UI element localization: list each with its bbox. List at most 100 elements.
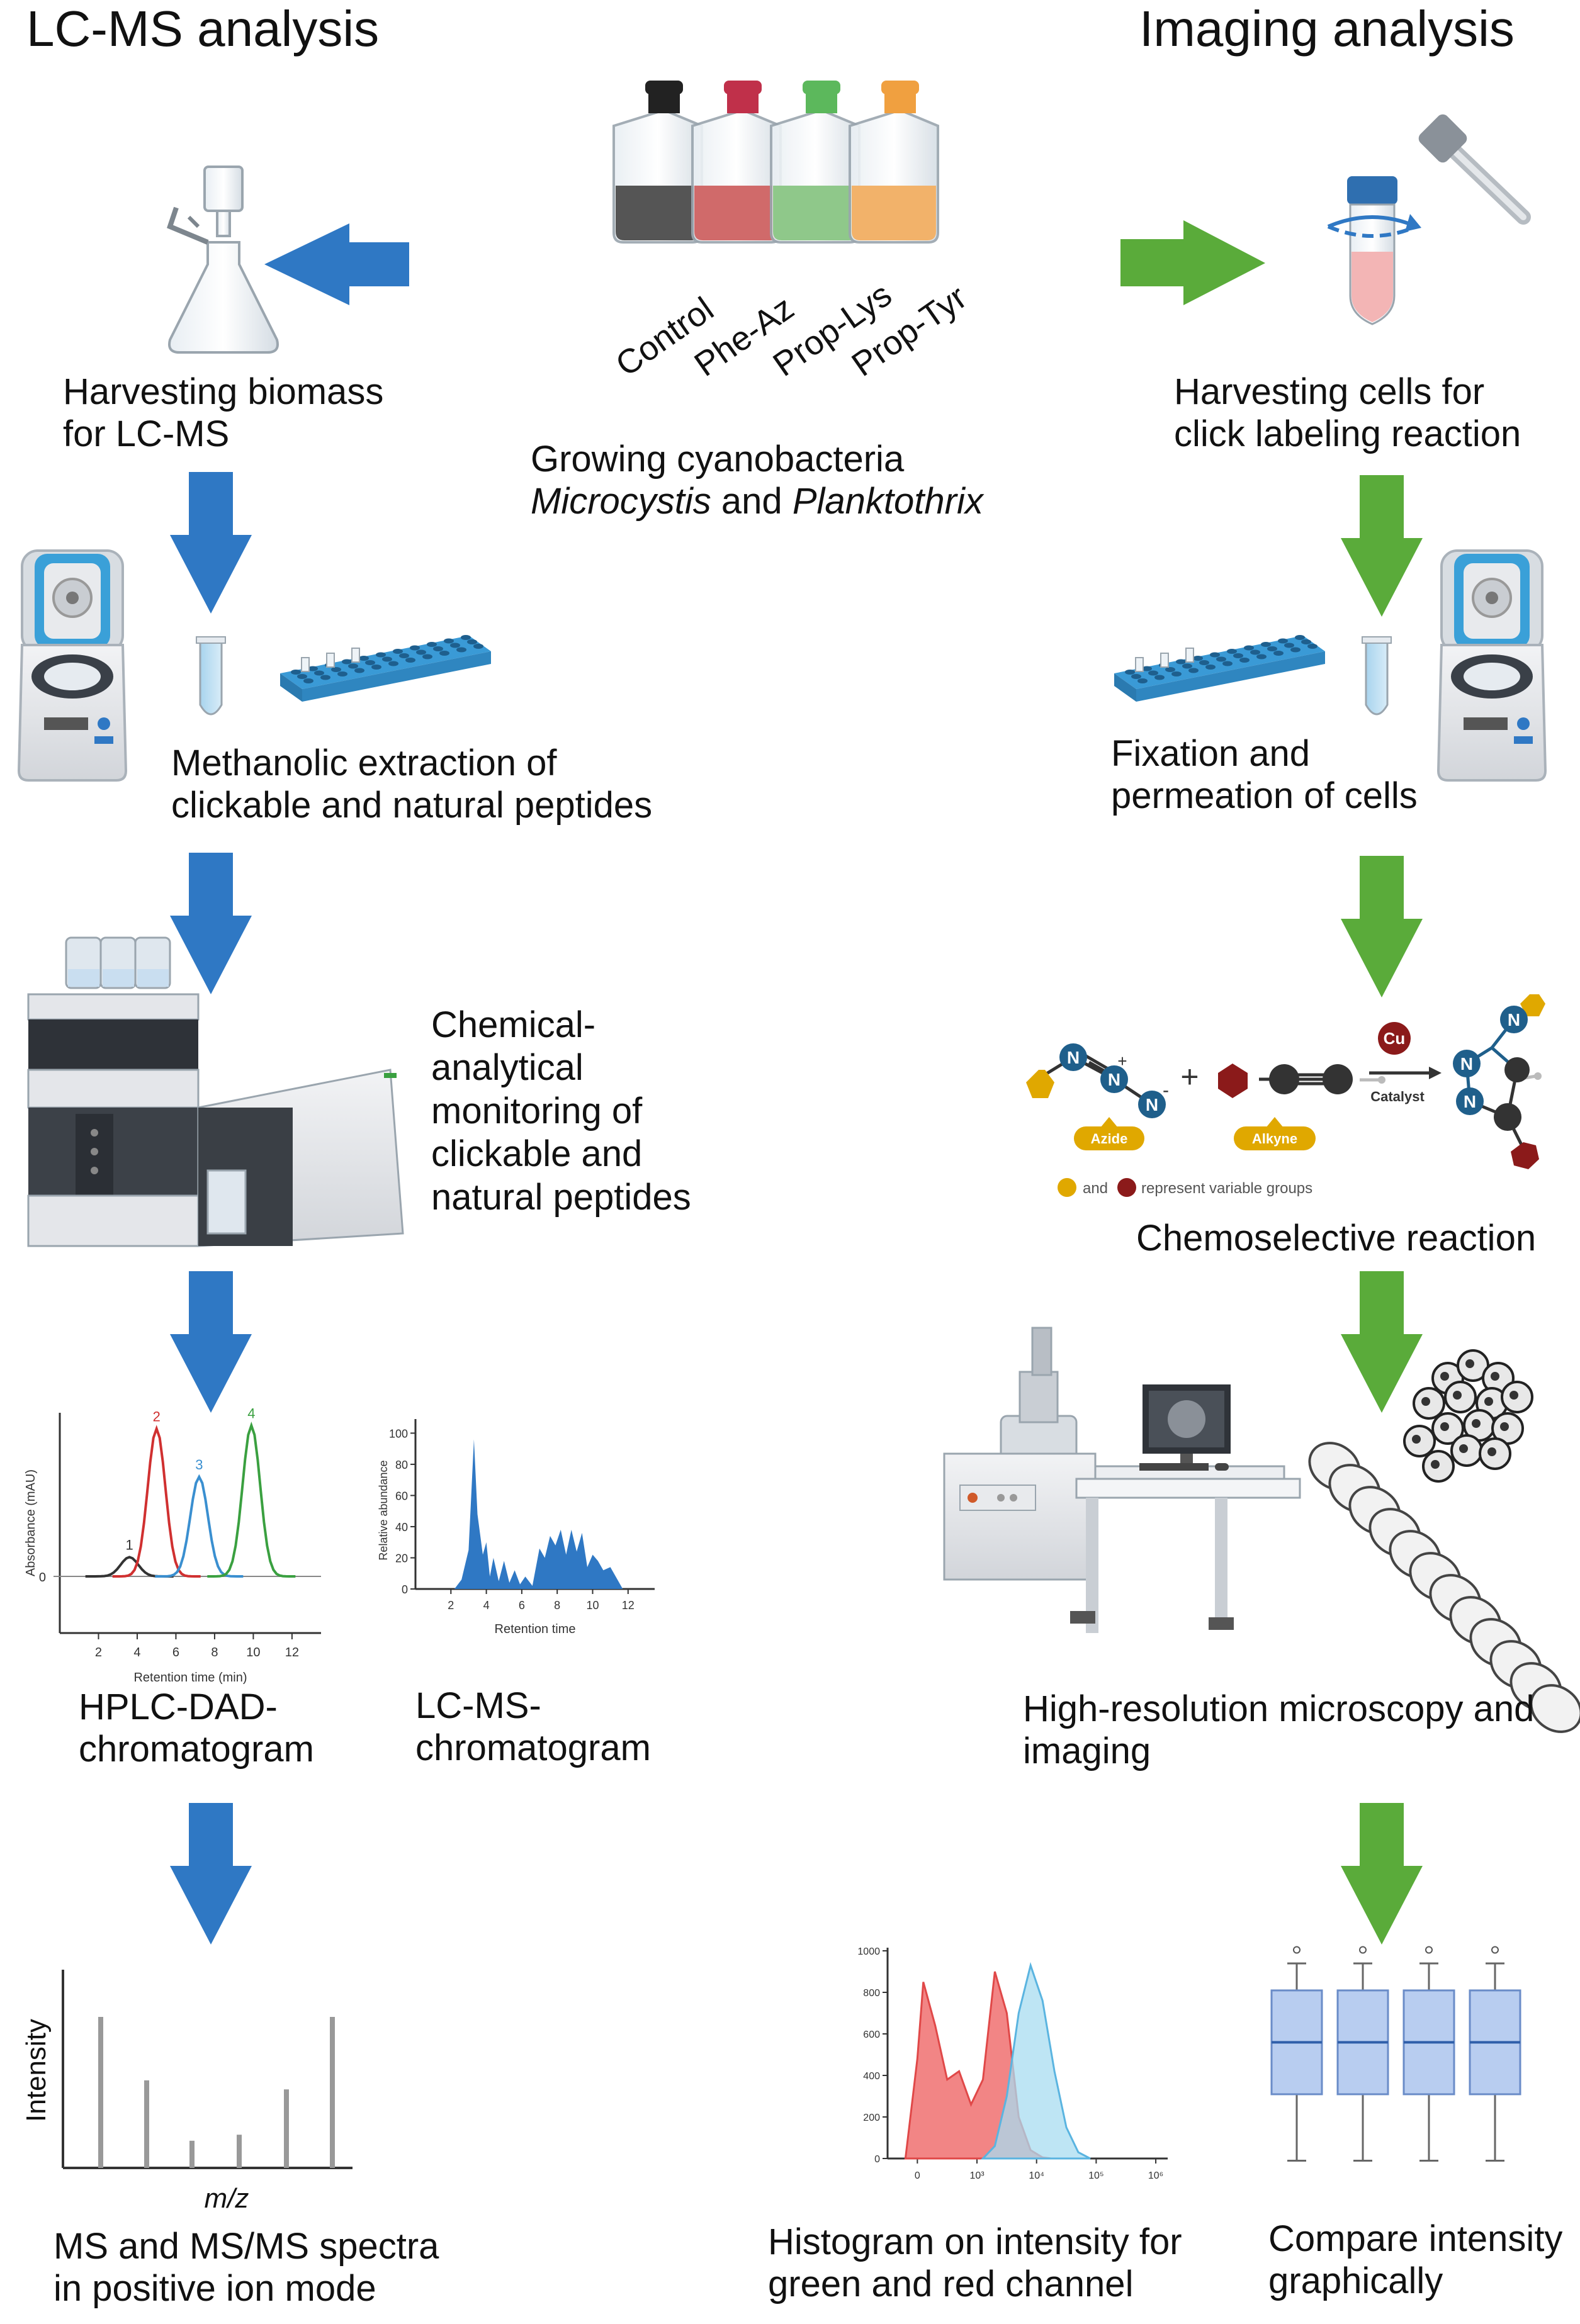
- arrow-down-icon: [170, 1271, 252, 1413]
- flask-icon: [691, 81, 782, 244]
- y-tick-label: 0: [874, 2154, 880, 2165]
- box-outlier: [1425, 1946, 1433, 1954]
- step-growing-cyanobacteria: Growing cyanobacteria Microcystis and Pl…: [531, 439, 983, 522]
- colony-cell-core: [1500, 1422, 1509, 1431]
- y-axis-label: Absorbance (mAU): [24, 1469, 38, 1576]
- rack-front: [302, 651, 491, 702]
- rack-hole: [1227, 649, 1237, 654]
- rack-hole: [1125, 670, 1135, 675]
- rack-hole: [416, 649, 426, 655]
- rack-hole: [461, 635, 471, 640]
- rack-hole: [427, 642, 437, 647]
- rack-hole: [337, 671, 347, 676]
- x-tick-label: 0: [915, 2170, 920, 2181]
- rack-tube: [301, 657, 310, 672]
- flask-icon: [849, 81, 939, 244]
- rack-hole: [1284, 643, 1294, 648]
- vacuum-filtration-icon: [167, 166, 279, 354]
- left-arrows: [170, 223, 409, 1945]
- intensity-boxplot-chart: [1270, 1946, 1521, 2162]
- legend-variable-groups: represent variable groups: [1141, 1180, 1312, 1197]
- y-tick-label: 80: [395, 1459, 408, 1471]
- rack-hole: [1307, 644, 1318, 649]
- x-tick-label: 10⁴: [1029, 2170, 1044, 2181]
- chromatogram-peak: [112, 1425, 201, 1578]
- spectrum-peak: [189, 2140, 195, 2168]
- minus-charge: -: [1163, 1080, 1169, 1101]
- y-tick-label: 100: [389, 1427, 408, 1440]
- rack-hole: [348, 663, 358, 669]
- rack-hole: [1261, 642, 1271, 647]
- y-tick-label: 0: [402, 1583, 408, 1596]
- y-tick-label: 400: [863, 2071, 880, 2082]
- rack-hole: [1165, 667, 1175, 672]
- rack-hole: [422, 654, 432, 660]
- filament-cell: [1530, 1684, 1580, 1733]
- right-arrows: [1120, 220, 1423, 1945]
- rack-hole: [1239, 658, 1250, 663]
- rack-hole: [1142, 666, 1152, 671]
- box-outlier: [1293, 1946, 1301, 1954]
- arrow-down-icon: [1341, 856, 1423, 997]
- flask-icon: [770, 81, 861, 244]
- rack-hole: [467, 639, 477, 644]
- spectrum-peak: [144, 2080, 149, 2168]
- colony-cell-core: [1484, 1397, 1493, 1406]
- arrow-down-icon: [1341, 1803, 1423, 1945]
- x-axis-label: m/z: [205, 2183, 249, 2214]
- rack-hole: [1278, 638, 1288, 644]
- hplc-instrument-icon: [27, 936, 404, 1247]
- colony-cell-core: [1472, 1419, 1481, 1428]
- colony-cell-core: [1412, 1435, 1421, 1444]
- rack-hole: [1244, 645, 1254, 651]
- peak-label: 1: [126, 1537, 133, 1552]
- rack-hole: [1199, 660, 1209, 665]
- rack-side: [280, 673, 302, 702]
- rack-hole: [1205, 665, 1216, 670]
- sonicator-probe-icon: [1418, 114, 1531, 225]
- rack-hole: [1222, 661, 1233, 666]
- rack-hole: [1176, 659, 1186, 665]
- x-tick-label: 8: [554, 1599, 560, 1612]
- x-tick-label: 10: [586, 1599, 599, 1612]
- rack-front: [1136, 651, 1325, 702]
- x-tick-label: 10⁶: [1148, 2170, 1163, 2181]
- y-tick-label: 1000: [857, 1946, 880, 1957]
- colony-cell-core: [1465, 1359, 1474, 1368]
- cu-catalyst: Cu: [1384, 1029, 1406, 1048]
- rack-hole: [410, 645, 420, 651]
- nitrogen-atom: N: [1460, 1054, 1473, 1074]
- rack-hole: [1256, 654, 1267, 660]
- peak-label: 4: [247, 1405, 255, 1421]
- x-tick-label: 2: [95, 1646, 102, 1659]
- rack-hole: [382, 656, 392, 662]
- x-tick-label: 6: [519, 1599, 525, 1612]
- rack-hole: [1216, 656, 1226, 662]
- x-tick-label: 4: [483, 1599, 490, 1612]
- arrow-down-icon: [170, 472, 252, 614]
- rack-hole: [1137, 678, 1148, 683]
- rack-tube: [1185, 648, 1194, 663]
- y-tick-label: 40: [395, 1521, 408, 1534]
- x-axis-label: Retention time: [495, 1622, 576, 1636]
- colony-cell-core: [1459, 1444, 1468, 1453]
- rack-hole: [1171, 671, 1182, 676]
- y-tick-label: 600: [863, 2029, 880, 2040]
- rack-hole: [376, 652, 386, 658]
- rack-side: [1114, 673, 1136, 702]
- chromatogram-peak: [155, 1474, 244, 1578]
- rack-hole: [308, 666, 318, 671]
- nitrogen-atom: N: [1108, 1070, 1120, 1089]
- x-tick-label: 8: [211, 1646, 218, 1659]
- x-tick-label: 4: [133, 1646, 140, 1659]
- x-tick-label: 2: [448, 1599, 454, 1612]
- rack-tube: [326, 653, 335, 668]
- rack-hole: [320, 675, 330, 680]
- rack-hole: [439, 651, 449, 656]
- arrow-down-icon: [1341, 475, 1423, 617]
